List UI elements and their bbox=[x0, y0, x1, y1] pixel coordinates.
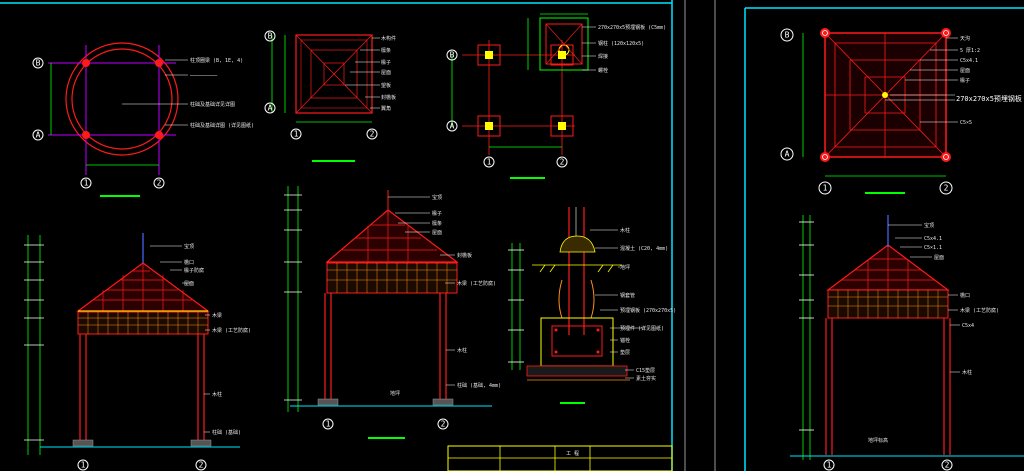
svg-text:天沟: 天沟 bbox=[960, 35, 970, 42]
svg-text:屋面: 屋面 bbox=[432, 230, 442, 236]
svg-text:B: B bbox=[268, 32, 273, 41]
svg-text:B: B bbox=[785, 31, 790, 40]
svg-text:A: A bbox=[785, 150, 790, 159]
svg-text:270x270x5预埋钢板 (C5mm): 270x270x5预埋钢板 (C5mm) bbox=[598, 24, 666, 31]
svg-text:C5x4.1: C5x4.1 bbox=[924, 236, 942, 242]
callout-c4: C5×5 bbox=[960, 120, 972, 126]
svg-text:锚栓: 锚栓 bbox=[620, 337, 630, 344]
svg-text:钢套管: 钢套管 bbox=[620, 292, 635, 299]
svg-text:C15垫层: C15垫层 bbox=[636, 367, 655, 374]
svg-text:屋面: 屋面 bbox=[934, 255, 944, 261]
round-plan-inner-ring bbox=[71, 48, 173, 150]
callout-c1: 5 厚1:2 bbox=[960, 48, 980, 54]
svg-text:1: 1 bbox=[827, 461, 832, 470]
svg-text:木柱: 木柱 bbox=[457, 347, 467, 354]
svg-text:翼角: 翼角 bbox=[381, 105, 391, 112]
svg-text:2: 2 bbox=[560, 158, 565, 167]
svg-text:木梁 (工艺防腐): 木梁 (工艺防腐) bbox=[457, 280, 496, 287]
svg-text:宝顶: 宝顶 bbox=[924, 222, 934, 229]
svg-text:A: A bbox=[450, 122, 455, 131]
svg-text:宝顶: 宝顶 bbox=[184, 243, 194, 250]
svg-text:预埋件 (详见图纸): 预埋件 (详见图纸) bbox=[620, 325, 664, 332]
svg-text:地坪标高: 地坪标高 bbox=[868, 437, 888, 444]
round-plan-columns bbox=[82, 59, 163, 139]
round-plan-outer-ring bbox=[65, 42, 179, 156]
svg-text:木梁: 木梁 bbox=[212, 312, 222, 319]
svg-text:1: 1 bbox=[84, 179, 89, 188]
svg-text:柱础及基础详见详图: 柱础及基础详见详图 bbox=[190, 101, 235, 108]
svg-text:A: A bbox=[268, 104, 273, 113]
svg-text:木梁 (工艺防腐): 木梁 (工艺防腐) bbox=[212, 327, 251, 334]
axis-bubbles bbox=[32, 28, 953, 471]
svg-text:椽子防腐: 椽子防腐 bbox=[184, 267, 204, 274]
title-block-label: 工 程 bbox=[566, 450, 579, 457]
svg-text:1: 1 bbox=[823, 184, 828, 193]
svg-text:2: 2 bbox=[199, 461, 204, 470]
svg-text:椽子: 椽子 bbox=[960, 77, 970, 84]
callout-c3: 270x270x5预埋钢板 bbox=[956, 94, 1022, 103]
svg-text:木梁 (工艺防腐): 木梁 (工艺防腐) bbox=[960, 307, 999, 314]
svg-text:混凝土 (C20, 4mm): 混凝土 (C20, 4mm) bbox=[620, 245, 668, 252]
axis-bubble-labels: B A 1 2 B A 1 2 B A 1 2 1 2 1 2 B A 1 2 … bbox=[36, 31, 950, 470]
svg-text:地坪: 地坪 bbox=[390, 390, 400, 397]
svg-text:─────────: ───────── bbox=[189, 73, 218, 79]
svg-text:1: 1 bbox=[487, 158, 492, 167]
sheet-outer-lines bbox=[684, 0, 716, 471]
svg-text:预埋钢板 (270x270x5): 预埋钢板 (270x270x5) bbox=[620, 307, 676, 314]
svg-text:柱顶圈梁 (B, 1E, 4): 柱顶圈梁 (B, 1E, 4) bbox=[190, 57, 243, 64]
svg-text:1: 1 bbox=[294, 130, 299, 139]
svg-text:2: 2 bbox=[441, 420, 446, 429]
svg-text:地坪: 地坪 bbox=[620, 264, 630, 271]
callout-c2: C5×1.1 bbox=[924, 245, 942, 251]
svg-text:1: 1 bbox=[326, 420, 331, 429]
svg-text:望板: 望板 bbox=[381, 82, 391, 89]
round-plan: 柱顶圈梁 (B, 1E, 4) ───────── 柱础及基础详见详图 柱础及基… bbox=[48, 42, 254, 197]
svg-text:2: 2 bbox=[370, 130, 375, 139]
svg-text:2: 2 bbox=[944, 184, 949, 193]
svg-text:屋面: 屋面 bbox=[381, 70, 391, 76]
svg-text:钢柱 (120x120x5): 钢柱 (120x120x5) bbox=[598, 40, 644, 47]
svg-text:木柱: 木柱 bbox=[962, 369, 972, 376]
svg-text:檐口: 檐口 bbox=[184, 259, 194, 266]
svg-text:檩条: 檩条 bbox=[432, 220, 442, 227]
svg-text:焊接: 焊接 bbox=[598, 53, 608, 60]
svg-text:A: A bbox=[36, 131, 41, 140]
svg-text:素土夯实: 素土夯实 bbox=[636, 375, 656, 382]
svg-text:椽子: 椽子 bbox=[381, 59, 391, 66]
svg-text:C5x4: C5x4 bbox=[962, 323, 974, 329]
svg-text:柱础及基础详图 (详见图纸): 柱础及基础详图 (详见图纸) bbox=[190, 122, 254, 129]
svg-text:木构件: 木构件 bbox=[381, 35, 396, 42]
svg-text:屋面: 屋面 bbox=[184, 281, 194, 287]
svg-text:封檐板: 封檐板 bbox=[381, 94, 396, 101]
svg-text:B: B bbox=[36, 59, 41, 68]
svg-text:B: B bbox=[450, 51, 455, 60]
svg-text:檩条: 檩条 bbox=[381, 47, 391, 54]
svg-text:柱础 (基础, 4mm): 柱础 (基础, 4mm) bbox=[457, 382, 501, 389]
footing-plan: 270x270x5预埋钢板 (C5mm) 钢柱 (120x120x5) 焊接 螺… bbox=[451, 13, 666, 179]
svg-text:檐口: 檐口 bbox=[960, 292, 970, 299]
large-roof-plan: 天沟 5 厚1:2 C5x4.1 屋面 椽子 C5×5 270x270x5预埋钢板 bbox=[802, 28, 1022, 194]
svg-text:屋面: 屋面 bbox=[960, 68, 970, 74]
svg-text:宝顶: 宝顶 bbox=[432, 194, 442, 201]
svg-text:螺栓: 螺栓 bbox=[598, 67, 608, 74]
svg-text:1: 1 bbox=[81, 461, 86, 470]
title-block: 工 程 bbox=[447, 445, 673, 471]
svg-text:椽子: 椽子 bbox=[432, 210, 442, 217]
svg-text:柱础 (基础): 柱础 (基础) bbox=[212, 429, 241, 436]
svg-text:木柱: 木柱 bbox=[620, 227, 630, 234]
svg-text:2: 2 bbox=[945, 461, 950, 470]
svg-text:C5x4.1: C5x4.1 bbox=[960, 58, 978, 64]
svg-text:2: 2 bbox=[157, 179, 162, 188]
svg-text:木柱: 木柱 bbox=[212, 391, 222, 398]
svg-text:垫层: 垫层 bbox=[620, 349, 630, 356]
svg-text:封檐板: 封檐板 bbox=[457, 252, 472, 259]
